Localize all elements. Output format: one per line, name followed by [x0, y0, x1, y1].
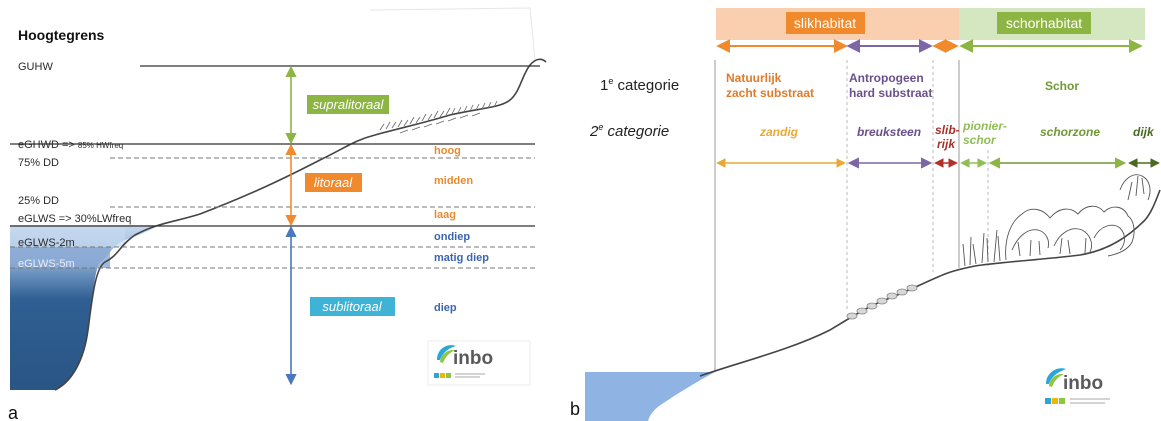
- sketch-frame: [369, 7, 536, 61]
- cat2-label-zandig: zandig: [759, 125, 799, 139]
- level-label-25dd: 25% DD: [18, 195, 59, 207]
- water-body-b: [585, 372, 715, 421]
- habitat-badge-slik: slikhabitat: [786, 12, 865, 34]
- inbo-logo-b: inbo: [1035, 360, 1155, 410]
- panel-b: slikhabitat schorhabitat 1e categorie 2e…: [570, 8, 1161, 421]
- zone-badge-supralitoraal: supralitoraal: [307, 95, 389, 114]
- inbo-logo-a: inbo: [427, 340, 531, 386]
- sublabel-diep: diep: [434, 302, 457, 314]
- inbo-leaf-icon-b: [1046, 368, 1066, 384]
- panel-a-letter: a: [8, 403, 19, 421]
- svg-text:schorhabitat: schorhabitat: [1006, 15, 1082, 31]
- level-label-eghwd: eGHWD => 85% HWfreq: [18, 139, 123, 151]
- shore-profile-b: [699, 189, 1161, 377]
- zone-badge-sublitoraal: sublitoraal: [310, 297, 395, 316]
- water-shallow-band: [10, 225, 125, 247]
- panel-a: Hoogtegrens GUHW eGHWD => 85% HWfreq 75%…: [8, 7, 547, 421]
- dune-vegetation: [379, 100, 498, 134]
- marsh-vegetation: [962, 174, 1151, 267]
- inbo-leaf-icon: [437, 345, 456, 360]
- svg-text:inbo: inbo: [1063, 373, 1103, 394]
- cat1-label-schor: Schor: [1045, 79, 1079, 93]
- svg-text:sublitoraal: sublitoraal: [322, 299, 382, 314]
- sublabel-ondiep: ondiep: [434, 231, 470, 243]
- category-2-heading: 2e categorie: [589, 122, 669, 140]
- cat2-label-breuksteen: breuksteen: [857, 125, 921, 139]
- habitat-badge-schor: schorhabitat: [997, 12, 1091, 34]
- category-1-heading: 1e categorie: [600, 76, 679, 94]
- panel-b-letter: b: [570, 399, 580, 419]
- sublabel-hoog: hoog: [434, 145, 461, 157]
- panel-a-title: Hoogtegrens: [18, 27, 105, 43]
- svg-text:inbo: inbo: [453, 348, 493, 369]
- cat2-label-dijk: dijk: [1133, 125, 1155, 139]
- cat2-label-slibrijk: slib-rijk: [935, 123, 960, 151]
- level-label-guhw: GUHW: [18, 61, 53, 73]
- svg-text:slikhabitat: slikhabitat: [794, 15, 856, 31]
- level-label-75dd: 75% DD: [18, 157, 59, 169]
- sublabel-laag: laag: [434, 209, 456, 221]
- breuksteen-stones: [846, 284, 918, 320]
- shore-profile: [54, 58, 547, 391]
- zone-badge-litoraal: litoraal: [305, 173, 362, 192]
- sublabel-midden: midden: [434, 175, 473, 187]
- level-label-eglws-5m: eGLWS-5m: [18, 258, 75, 270]
- sublabel-matig-diep: matig diep: [434, 252, 489, 264]
- level-label-eglws: eGLWS => 30%LWfreq: [18, 213, 131, 225]
- level-label-eglws-2m: eGLWS-2m: [18, 237, 75, 249]
- water-mid-band: [10, 247, 110, 268]
- cat2-label-schorzone: schorzone: [1040, 125, 1100, 139]
- svg-text:litoraal: litoraal: [314, 175, 353, 190]
- cat2-label-pionierschor: pionier-schor: [962, 119, 1007, 147]
- svg-text:supralitoraal: supralitoraal: [313, 97, 385, 112]
